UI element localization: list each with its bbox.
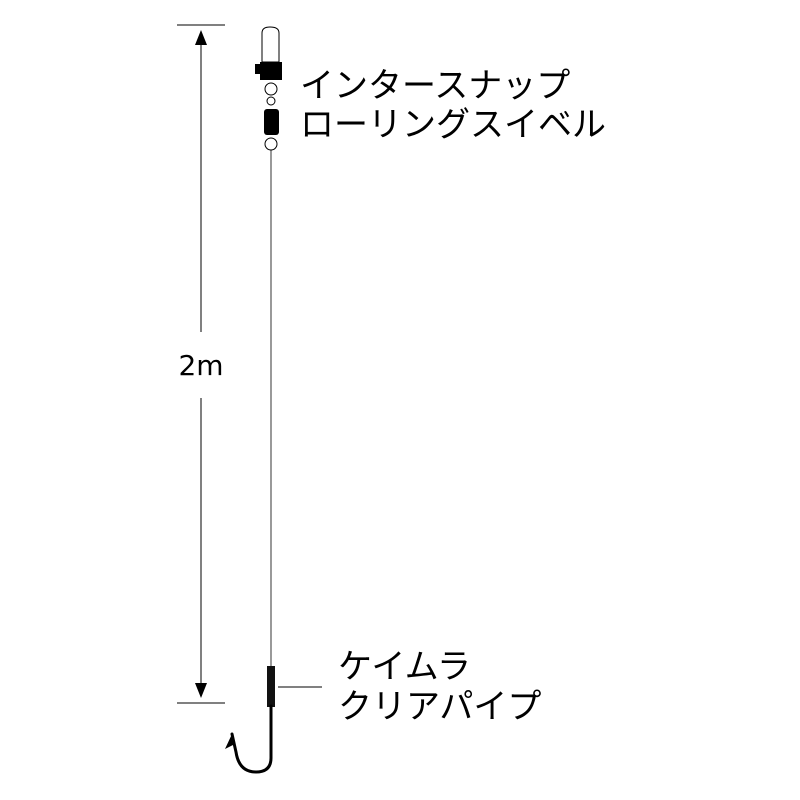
length-label: 2m [178,349,223,382]
dimension-arrow-up-icon [195,30,207,45]
swivel-icon [264,82,279,151]
snap-label: インタースナップ [300,66,570,106]
tube-label-line1: ケイムラ [338,647,471,687]
swivel-label: ローリングスイベル [300,105,606,145]
hook-icon [225,704,273,774]
snap-icon [255,26,282,80]
tube-label-line2: クリアパイプ [338,687,541,727]
dimension-arrow-down-icon [195,683,207,698]
clear-tube-icon [267,666,275,707]
